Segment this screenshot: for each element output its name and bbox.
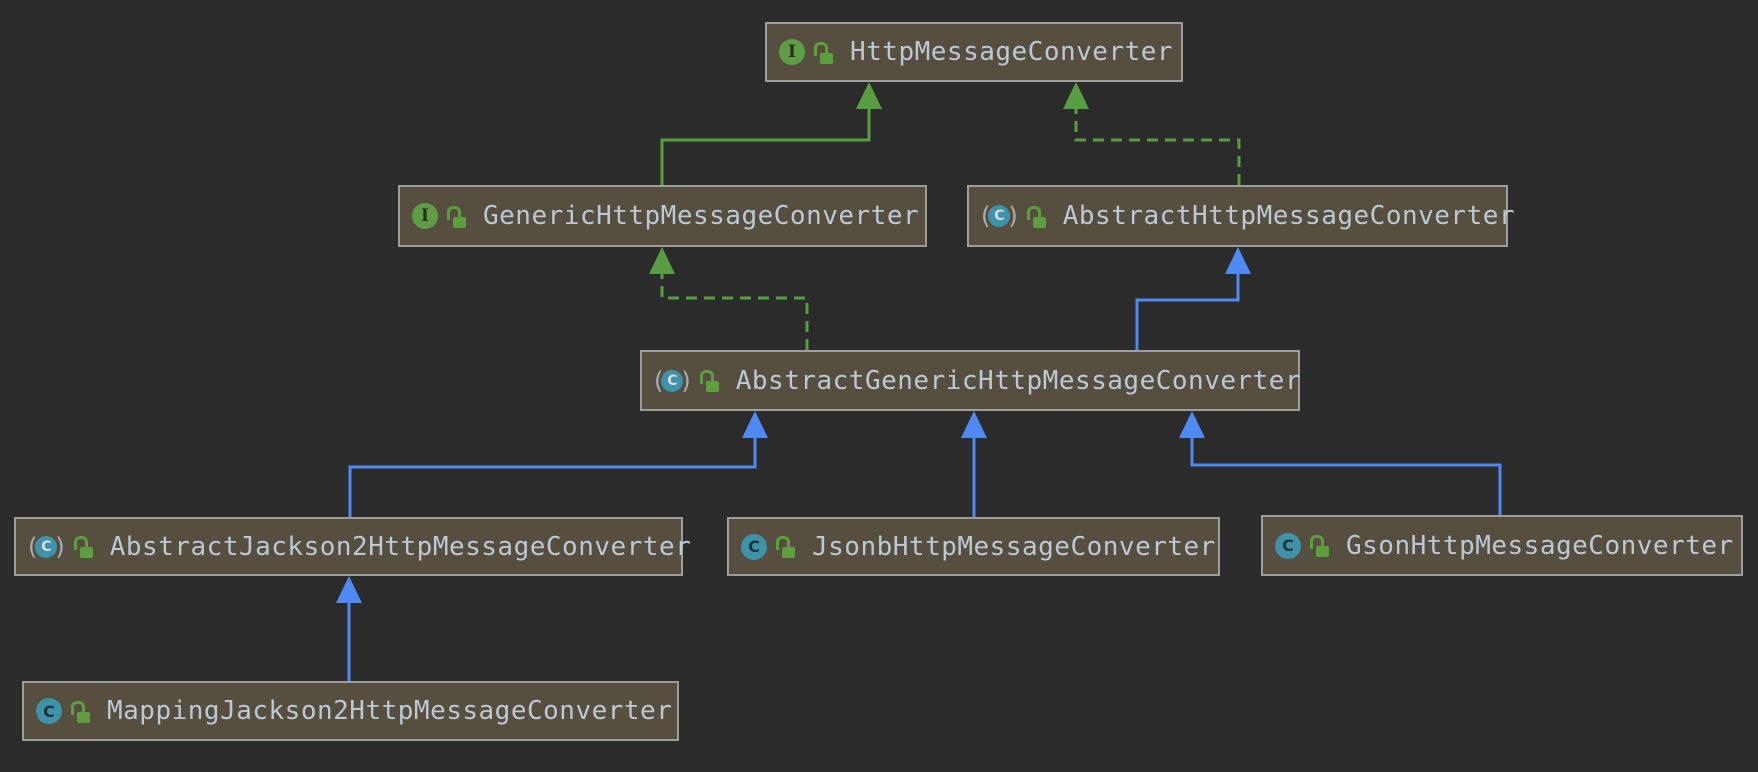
interface-icon: I (779, 39, 805, 65)
edge-extends-gson-to-abstractgeneric (1190, 438, 1502, 515)
arrowhead-abstractgeneric-to-generic (649, 247, 675, 274)
class-node-http[interactable]: I HttpMessageConverter (765, 22, 1183, 82)
arrowhead-mapping-to-abstractjackson2 (336, 576, 362, 603)
class-node-mapping[interactable]: C MappingJackson2HttpMessageConverter (22, 681, 679, 741)
class-node-abstractjackson2[interactable]: (C) AbstractJackson2HttpMessageConverter (14, 517, 691, 576)
class-name-label: AbstractGenericHttpMessageConverter (735, 365, 1302, 396)
class-icon: C (741, 533, 767, 560)
arrowhead-abstractjackson2-to-abstractgeneric (742, 411, 768, 438)
arrowhead-gson-to-abstractgeneric (1179, 411, 1205, 438)
public-lock-icon (776, 535, 795, 558)
class-name-label: GenericHttpMessageConverter (483, 201, 920, 231)
arrowhead-abstractgeneric-to-abstracthttp (1225, 247, 1251, 274)
class-name-label: AbstractJackson2HttpMessageConverter (109, 531, 692, 562)
public-lock-icon (73, 535, 93, 558)
class-name-label: GsonHttpMessageConverter (1346, 530, 1734, 561)
public-lock-icon (814, 41, 833, 64)
class-node-gson[interactable]: C GsonHttpMessageConverter (1261, 515, 1743, 576)
abstract-class-icon: (C) (28, 532, 65, 561)
class-node-generic[interactable]: I GenericHttpMessageConverter (398, 185, 927, 247)
interface-icon: I (412, 203, 438, 229)
arrowhead-jsonb-to-abstractgeneric (961, 411, 987, 438)
edge-implements-abstracthttp-to-http (1074, 109, 1241, 185)
class-icon: C (1275, 532, 1301, 559)
public-lock-icon (699, 369, 719, 392)
class-name-label: JsonbHttpMessageConverter (812, 531, 1216, 562)
edge-implements-abstractgeneric-to-generic (660, 274, 809, 350)
edge-extends-abstractgeneric-to-abstracthttp (1135, 272, 1240, 350)
abstract-class-icon: (C) (981, 202, 1018, 230)
arrowhead-generic-to-http (856, 82, 882, 109)
class-name-label: MappingJackson2HttpMessageConverter (107, 696, 673, 726)
public-lock-icon (447, 205, 466, 228)
edge-extends-abstractjackson2-to-abstractgeneric (348, 438, 757, 517)
class-name-label: AbstractHttpMessageConverter (1062, 201, 1516, 231)
class-node-abstracthttp[interactable]: (C) AbstractHttpMessageConverter (967, 185, 1515, 247)
public-lock-icon (1310, 534, 1329, 557)
class-node-jsonb[interactable]: C JsonbHttpMessageConverter (727, 517, 1220, 576)
class-name-label: HttpMessageConverter (850, 37, 1174, 67)
abstract-class-icon: (C) (654, 366, 691, 395)
edge-extends-generic-to-http (660, 109, 871, 185)
class-icon: C (36, 698, 62, 724)
class-node-abstractgeneric[interactable]: (C) AbstractGenericHttpMessageConverter (640, 350, 1302, 411)
public-lock-icon (71, 700, 90, 723)
arrowhead-abstracthttp-to-http (1063, 82, 1089, 109)
public-lock-icon (1026, 205, 1046, 228)
